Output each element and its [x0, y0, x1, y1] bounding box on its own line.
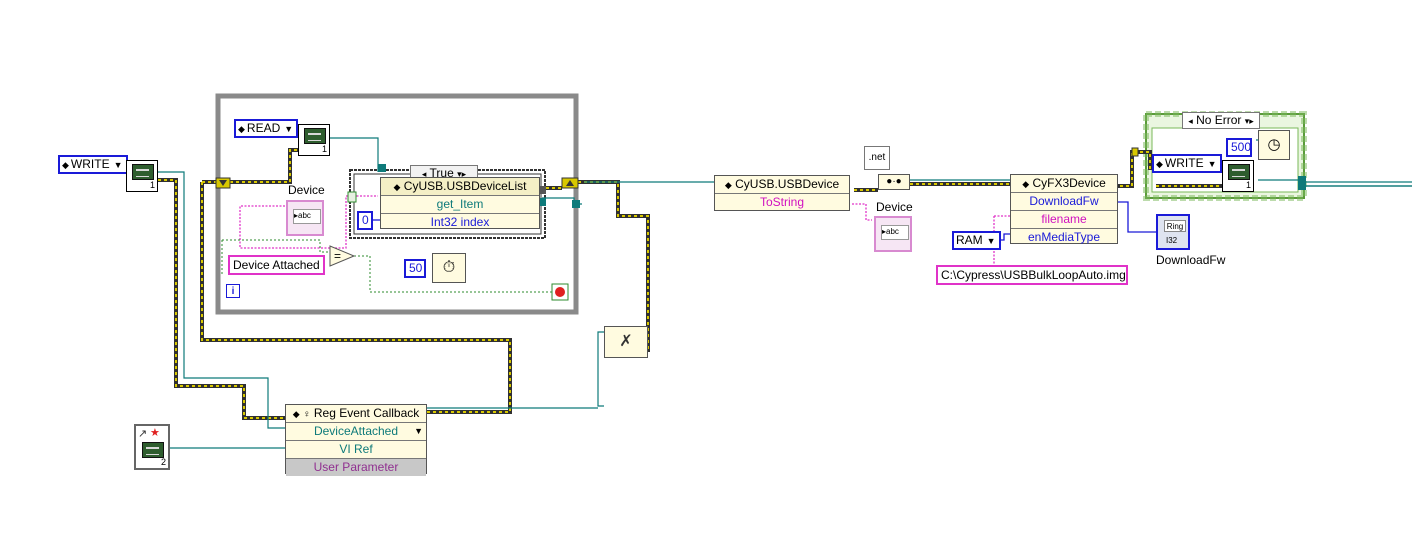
- media-type-enum-text: RAM: [956, 233, 983, 247]
- string-icon: ▸abc: [293, 209, 321, 224]
- write-enum-constant-2[interactable]: ◆WRITE▼: [1152, 154, 1222, 173]
- svg-text:=: =: [334, 249, 341, 263]
- decrement-icon: ◂: [1188, 116, 1193, 126]
- open-vi-ref-node-2[interactable]: 1: [1222, 160, 1254, 192]
- event-device-attached[interactable]: DeviceAttached▼: [286, 422, 426, 440]
- iteration-terminal: i: [226, 284, 240, 298]
- device-attached-constant[interactable]: Device Attached: [228, 255, 325, 275]
- filename-param: filename: [1011, 210, 1117, 228]
- arrow-icon: ↗: [138, 428, 148, 440]
- device-label: Device: [288, 183, 325, 197]
- download-fw-label: DownloadFw: [1156, 253, 1226, 267]
- open-vi-ref-node[interactable]: 1: [126, 160, 158, 192]
- download-fw-ring-indicator[interactable]: Ring I32: [1156, 214, 1190, 250]
- device-tostring-indicator[interactable]: ▸abc: [874, 216, 912, 252]
- write-enum-text: WRITE: [1164, 156, 1204, 170]
- vi-ref-page: 2: [160, 457, 166, 467]
- decrement-icon: ◂: [421, 169, 427, 179]
- ring-type: I32: [1166, 236, 1178, 245]
- error-case-selector[interactable]: ◂ No Error ▾▸: [1182, 112, 1260, 129]
- vi-icon: [132, 164, 154, 180]
- wait-500-constant[interactable]: 500: [1226, 138, 1252, 157]
- usb-device-invoke-node[interactable]: ◆ CyUSB.USBDevice ToString: [714, 175, 850, 211]
- vi-ref-input: VI Ref: [286, 440, 426, 458]
- media-type-enum-constant[interactable]: RAM▼: [952, 231, 1001, 250]
- net-label-box: .net: [864, 146, 890, 170]
- vi-icon: [304, 128, 326, 144]
- read-enum-text: READ: [246, 121, 281, 135]
- string-icon: ▸abc: [881, 225, 909, 240]
- get-item-method: get_Item: [381, 195, 539, 213]
- star-icon: ★: [150, 427, 160, 439]
- index-constant[interactable]: 0: [357, 211, 373, 230]
- fx3-device-invoke-node[interactable]: ◆ CyFX3Device DownloadFw filename enMedi…: [1010, 174, 1118, 244]
- close-reference-node[interactable]: ✗: [604, 326, 648, 358]
- firmware-path-constant[interactable]: C:\Cypress\USBBulkLoopAuto.img: [936, 265, 1128, 285]
- ring-icon: Ring: [1164, 220, 1186, 232]
- wait-ms-constant[interactable]: 50: [404, 259, 426, 278]
- case-selector-value: True: [429, 166, 454, 180]
- dropdown-icon: ▾▸: [1244, 116, 1254, 126]
- dropdown-icon: ▼: [414, 426, 423, 436]
- equal-node: [329, 245, 356, 267]
- increment-icon: ▾▸: [457, 169, 467, 179]
- usb-device-list-title: ◆ CyUSB.USBDeviceList: [381, 178, 539, 195]
- open-vi-ref-read-node[interactable]: 1: [298, 124, 330, 156]
- vi-ref-page: 1: [149, 180, 155, 190]
- vi-ref-page: 1: [321, 144, 327, 154]
- reg-event-callback-node[interactable]: ◆ ♀ Reg Event Callback DeviceAttached▼ V…: [285, 404, 427, 476]
- user-parameter-input: User Parameter: [286, 458, 426, 476]
- device-indicator-label: Device: [876, 200, 913, 214]
- static-vi-reference[interactable]: ↗ ★ 2: [134, 424, 170, 470]
- to-more-specific-node[interactable]: ●·●: [878, 174, 910, 190]
- media-type-param: enMediaType: [1011, 228, 1117, 246]
- write-enum-constant[interactable]: ◆WRITE▼: [58, 155, 128, 174]
- metronome-icon: ⏱: [432, 253, 466, 283]
- device-string-indicator[interactable]: ▸abc: [286, 200, 324, 236]
- usb-device-title: ◆ CyUSB.USBDevice: [724, 177, 840, 191]
- int32-index-param: Int32 index: [381, 213, 539, 231]
- vi-ref-page: 1: [1245, 180, 1251, 190]
- event-icon: ♀: [303, 409, 311, 420]
- reg-event-callback-title: ◆ ♀ Reg Event Callback: [292, 406, 420, 420]
- usb-device-list-invoke-node[interactable]: ◆ CyUSB.USBDeviceList get_Item Int32 ind…: [380, 177, 540, 229]
- to-string-method: ToString: [715, 193, 849, 211]
- error-case-value: No Error: [1196, 113, 1242, 127]
- vi-icon: [1228, 164, 1250, 180]
- download-fw-method: DownloadFw: [1011, 192, 1117, 210]
- fx3-device-title: ◆ CyFX3Device: [1022, 176, 1106, 190]
- vi-icon: [142, 442, 164, 458]
- wait-ms-icon: ◷: [1258, 130, 1290, 160]
- write-enum-text: WRITE: [70, 157, 110, 171]
- read-enum-constant[interactable]: ◆READ▼: [234, 119, 299, 138]
